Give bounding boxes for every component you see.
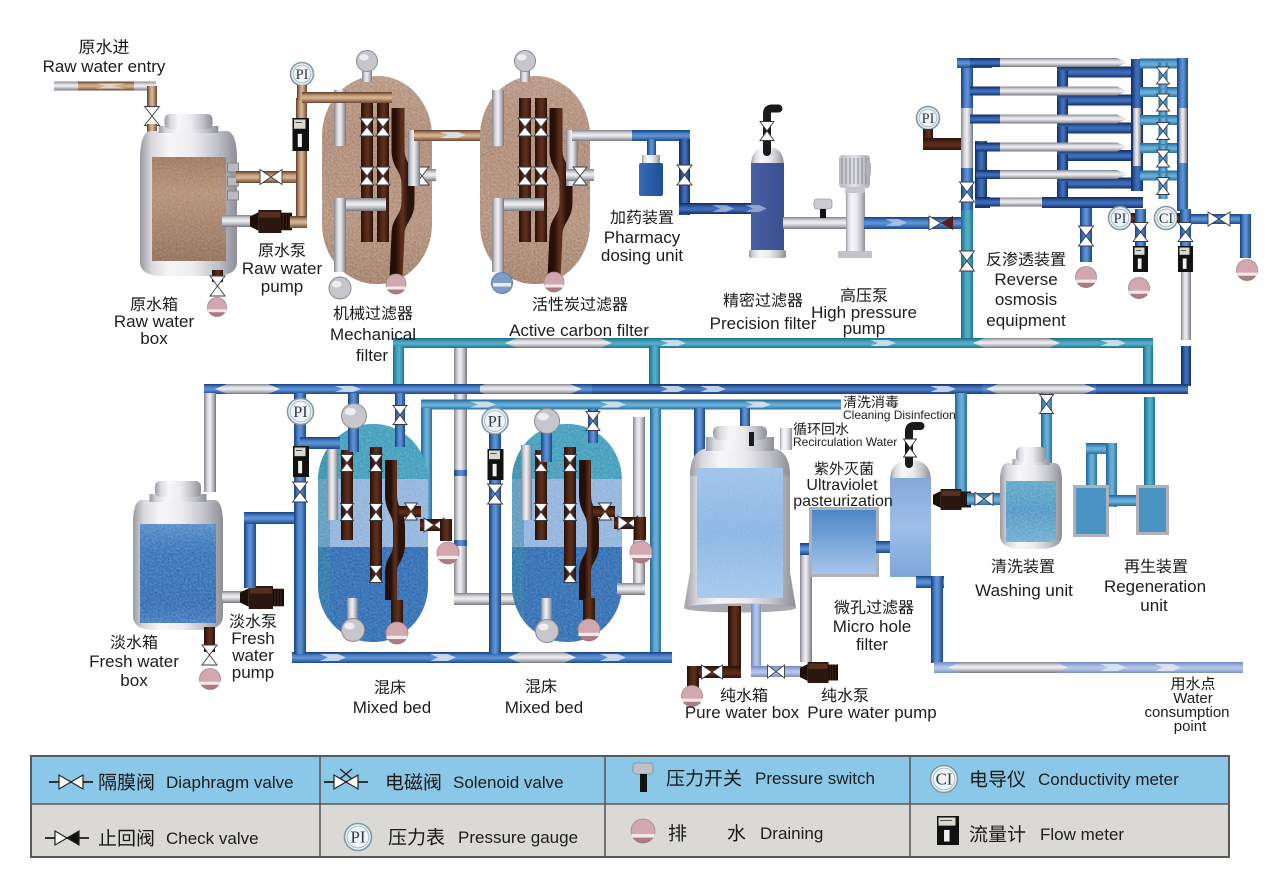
- svg-text:Raw water: Raw water: [114, 312, 195, 331]
- svg-text:Reverse: Reverse: [994, 270, 1057, 289]
- svg-text:consumption: consumption: [1144, 704, 1229, 721]
- svg-text:Mechanical: Mechanical: [330, 325, 416, 344]
- svg-text:Water: Water: [1173, 690, 1212, 707]
- svg-text:PI: PI: [1114, 211, 1127, 227]
- svg-text:Pressure switch: Pressure switch: [755, 769, 875, 788]
- svg-text:dosing unit: dosing unit: [601, 246, 684, 265]
- svg-text:pump: pump: [843, 319, 886, 338]
- svg-text:Pure water box: Pure water box: [685, 703, 800, 722]
- svg-text:Regeneration: Regeneration: [1104, 577, 1206, 596]
- svg-text:Fresh water: Fresh water: [89, 652, 179, 671]
- svg-text:Active carbon filter: Active carbon filter: [509, 321, 649, 340]
- svg-text:equipment: equipment: [986, 311, 1066, 330]
- svg-text:PI: PI: [488, 412, 502, 430]
- svg-text:Fresh: Fresh: [231, 629, 274, 648]
- svg-text:Ultraviolet: Ultraviolet: [806, 477, 878, 494]
- svg-text:osmosis: osmosis: [995, 290, 1057, 309]
- svg-text:Solenoid valve: Solenoid valve: [453, 773, 564, 792]
- svg-text:Diaphragm valve: Diaphragm valve: [166, 773, 294, 792]
- svg-text:pump: pump: [261, 277, 304, 296]
- svg-text:water: water: [231, 646, 274, 665]
- svg-text:CI: CI: [1159, 211, 1174, 227]
- svg-text:CI: CI: [936, 770, 953, 789]
- svg-text:Pressure gauge: Pressure gauge: [458, 828, 578, 847]
- svg-text:filter: filter: [856, 635, 888, 654]
- svg-text:Flow meter: Flow meter: [1040, 825, 1124, 844]
- svg-text:PI: PI: [296, 67, 309, 83]
- svg-text:Micro hole: Micro hole: [833, 617, 911, 636]
- svg-text:Recirculation Water: Recirculation Water: [793, 435, 897, 449]
- svg-text:point: point: [1174, 718, 1207, 735]
- svg-text:pump: pump: [232, 663, 275, 682]
- svg-text:Cleaning Disinfection: Cleaning Disinfection: [843, 408, 956, 422]
- svg-text:pasteurization: pasteurization: [793, 493, 893, 510]
- svg-text:Washing unit: Washing unit: [975, 581, 1073, 600]
- svg-text:Conductivity meter: Conductivity meter: [1038, 770, 1179, 789]
- svg-text:Raw water: Raw water: [242, 259, 323, 278]
- svg-text:Pharmacy: Pharmacy: [604, 228, 681, 247]
- svg-text:box: box: [140, 329, 168, 348]
- svg-text:Check valve: Check valve: [166, 829, 259, 848]
- svg-text:box: box: [120, 671, 148, 690]
- svg-text:High pressure: High pressure: [811, 303, 917, 322]
- svg-text:Mixed bed: Mixed bed: [353, 698, 431, 717]
- svg-text:Raw water entry: Raw water entry: [43, 57, 166, 76]
- svg-text:Draining: Draining: [760, 824, 823, 843]
- svg-text:Precision filter: Precision filter: [710, 314, 817, 333]
- svg-text:PI: PI: [293, 403, 307, 421]
- svg-text:unit: unit: [1140, 596, 1168, 615]
- svg-text:Mixed bed: Mixed bed: [505, 698, 583, 717]
- svg-text:PI: PI: [351, 828, 366, 847]
- svg-text:PI: PI: [922, 111, 935, 127]
- svg-text:filter: filter: [356, 346, 388, 365]
- svg-text:Pure water pump: Pure water pump: [807, 703, 936, 722]
